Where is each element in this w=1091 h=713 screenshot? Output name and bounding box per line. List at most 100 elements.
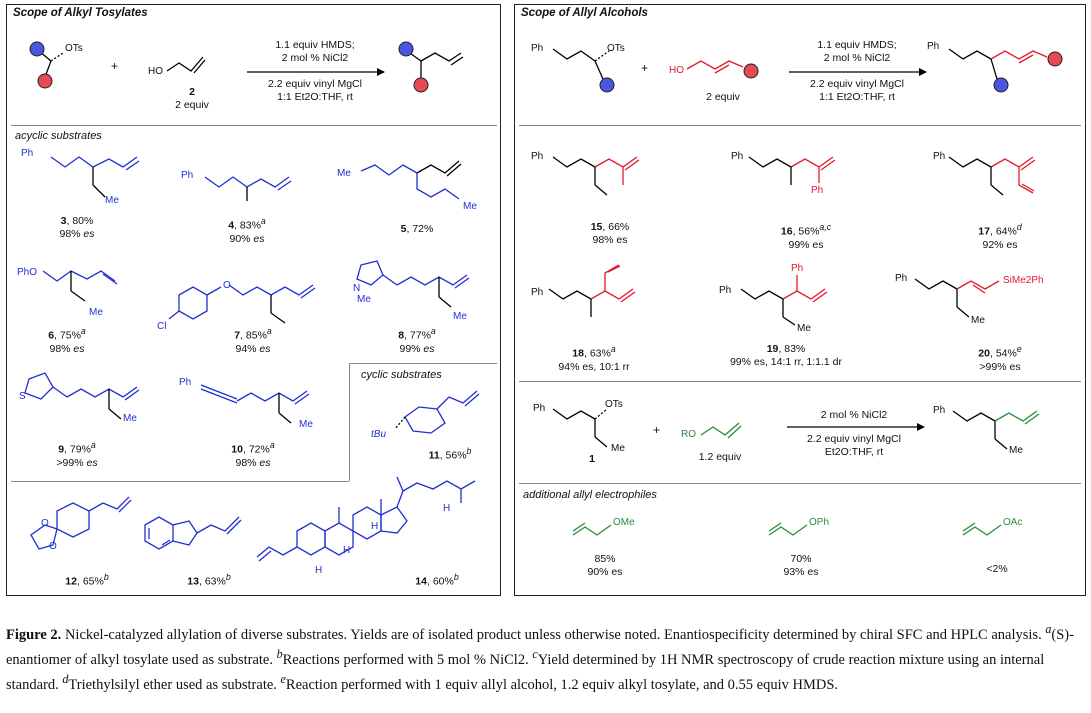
ots-group-label: OTs xyxy=(605,399,623,410)
compound-10-structure xyxy=(200,384,310,424)
ph-label: Ph xyxy=(791,263,804,274)
scheme2-product-structure xyxy=(952,410,1040,450)
ome-label: OMe xyxy=(613,517,635,528)
oac-label: OAc xyxy=(1003,517,1023,528)
oxygen-label: O xyxy=(41,518,49,529)
allyl-phenyl-ether-structure xyxy=(768,522,808,536)
plus-sign: + xyxy=(653,423,661,437)
me-label: Me xyxy=(453,311,467,322)
ph-label: Ph xyxy=(181,170,194,181)
additional-electrophiles-label: additional allyl electrophiles xyxy=(523,489,657,501)
substrate-number: 1 xyxy=(589,453,595,465)
figure-caption: Figure 2. Nickel-catalyzed allylation of… xyxy=(6,622,1074,693)
compound-11-label: 11, 56%b xyxy=(428,446,472,462)
compound-16-structure xyxy=(748,156,836,185)
divider xyxy=(349,363,350,481)
h-label: H xyxy=(371,521,379,532)
footnote-d: Triethylsilyl ether used as substrate. xyxy=(68,676,281,693)
compound-14-label: 14, 60%b xyxy=(415,572,459,588)
compound-6-structure xyxy=(42,270,118,302)
footnote-a: (S)-enantiomer of alkyl tosylate used as… xyxy=(6,626,1074,668)
electrophile-oac-result: <2% xyxy=(986,563,1008,575)
ph-label: Ph xyxy=(531,287,544,298)
tbu-label: tBu xyxy=(371,429,387,440)
reagent-equiv: 1.2 equiv xyxy=(698,451,742,463)
footnote-e: Reaction performed with 1 equiv allyl al… xyxy=(285,676,839,693)
divider xyxy=(519,125,1081,126)
ots-group-label: OTs xyxy=(65,43,83,54)
caption-text: Nickel-catalyzed allylation of diverse s… xyxy=(61,626,1046,643)
ph-label: Ph xyxy=(933,405,946,416)
ro-label: RO xyxy=(681,429,696,440)
scheme2-substrate-structure xyxy=(552,408,608,448)
compound-14-structure xyxy=(256,476,476,562)
allyl-methyl-ether-structure xyxy=(572,522,612,536)
compound-19-label: 19, 83%99% es, 14:1 rr, 1:1.1 dr xyxy=(729,343,843,368)
compound-9-structure xyxy=(24,372,140,420)
scheme2-conditions-top: 2 mol % NiCl2 xyxy=(820,409,888,421)
me-label: Me xyxy=(337,168,351,179)
compound-17-structure xyxy=(948,156,1036,196)
pho-label: PhO xyxy=(17,267,38,278)
ph-label: Ph xyxy=(933,151,946,162)
ph-label: Ph xyxy=(21,148,34,159)
tosylate-substrate-structure xyxy=(29,41,64,89)
panel-title: Scope of Alkyl Tosylates xyxy=(13,7,148,19)
compound-5-label: 5, 72% xyxy=(400,223,434,235)
figure-label: Figure 2. xyxy=(6,626,62,643)
compound-12-label: 12, 65%b xyxy=(65,572,109,588)
sime2ph-label: SiMe2Ph xyxy=(1003,275,1044,286)
tosylate-substrate-structure xyxy=(552,48,615,93)
ph-label: Ph xyxy=(811,185,824,196)
compound-13-structure xyxy=(144,516,242,550)
divider xyxy=(11,481,349,482)
compound-8-structure xyxy=(356,260,470,308)
ho-label: HO xyxy=(669,65,684,76)
compound-9-label: 9, 79%a>99% es xyxy=(56,440,98,469)
reagent-number: 2 xyxy=(189,86,195,98)
s-label: S xyxy=(19,391,26,402)
me-label: Me xyxy=(1009,445,1023,456)
oph-label: OPh xyxy=(809,517,830,528)
compound-18-structure xyxy=(548,264,636,317)
ph-label: Ph xyxy=(533,403,546,414)
allyl-alcohol-structure xyxy=(686,60,759,79)
scheme2-conditions-bottom: 2.2 equiv vinyl MgCl Et2O:THF, rt xyxy=(807,433,901,458)
ph-label: Ph xyxy=(719,285,732,296)
compound-5-structure xyxy=(360,160,462,200)
reaction-arrow xyxy=(787,423,925,431)
me-label: Me xyxy=(89,307,103,318)
product-general-structure xyxy=(948,48,1063,93)
ether-oxygen-label: O xyxy=(223,280,231,291)
reaction-conditions-top: 1.1 equiv HMDS; 2 mol % NiCl2 xyxy=(817,39,897,64)
divider xyxy=(519,483,1081,484)
compound-13-label: 13, 63%b xyxy=(187,572,231,588)
me-label: Me xyxy=(357,294,371,305)
me-label: Me xyxy=(611,443,625,454)
h-label: H xyxy=(343,545,351,556)
oxygen-label: O xyxy=(49,541,57,552)
me-label: Me xyxy=(971,315,985,326)
compound-7-structure xyxy=(168,284,316,324)
acyclic-section-label: acyclic substrates xyxy=(15,130,102,142)
divider xyxy=(11,125,497,126)
divider xyxy=(349,363,497,364)
h-label: H xyxy=(315,565,323,576)
compound-20-structure xyxy=(914,278,1000,318)
me-label: Me xyxy=(105,195,119,206)
compound-3-label: 3, 80%98% es xyxy=(59,215,95,240)
electrophile-ome-result: 85%90% es xyxy=(587,553,623,578)
h-label: H xyxy=(443,503,451,514)
ph-label: Ph xyxy=(179,377,192,388)
ph-label: Ph xyxy=(927,41,940,52)
me-label: Me xyxy=(797,323,811,334)
reaction-conditions-bottom: 2.2 equiv vinyl MgCl 1:1 Et2O:THF, rt xyxy=(268,78,362,103)
ph-label: Ph xyxy=(531,43,544,54)
